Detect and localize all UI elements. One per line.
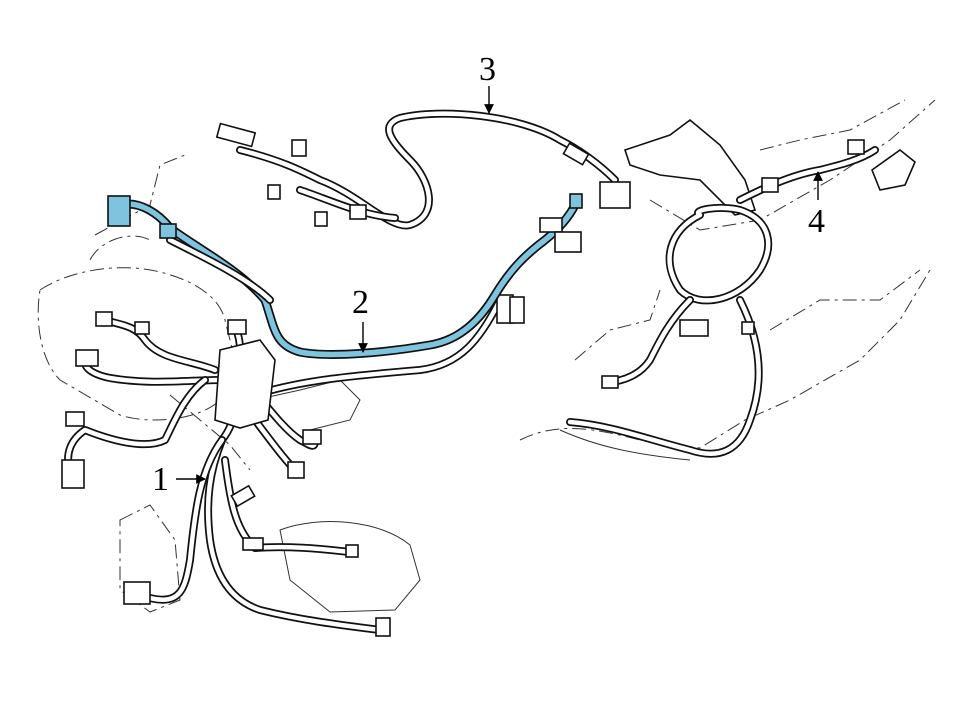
harness-2-highlighted [107, 193, 583, 359]
harness-4 [566, 118, 916, 458]
connector [75, 349, 99, 367]
connector [107, 195, 131, 227]
connector [95, 311, 113, 327]
connector [287, 461, 305, 479]
connector [227, 319, 247, 335]
connector [242, 537, 264, 551]
connector [554, 231, 582, 253]
connector [291, 139, 307, 157]
harness-1 [61, 294, 525, 637]
connector [159, 223, 177, 239]
callout-2-label: 2 [352, 284, 369, 321]
connector [679, 319, 709, 337]
connector [349, 204, 367, 220]
junction-block [214, 339, 276, 429]
connector [215, 122, 257, 148]
connector [569, 193, 583, 209]
connector [345, 544, 359, 558]
connector [61, 459, 85, 489]
callout-3-label: 3 [479, 51, 496, 88]
connector [601, 375, 619, 389]
connector [65, 411, 85, 427]
sensor-connector [871, 148, 916, 191]
connector [267, 184, 281, 200]
callout-3: 3 [479, 51, 496, 114]
callout-4-label: 4 [808, 203, 825, 240]
connector [847, 139, 865, 155]
callout-4: 4 [808, 171, 825, 240]
connector [314, 211, 328, 227]
connector [134, 321, 150, 335]
connector [562, 142, 590, 166]
connector [599, 181, 631, 209]
connector [509, 296, 525, 324]
connector [375, 617, 391, 637]
connector [741, 321, 755, 335]
body-structure-outline [519, 99, 936, 461]
connector [302, 429, 322, 445]
connector [230, 484, 256, 508]
connector [539, 217, 563, 233]
connector [761, 177, 779, 193]
callout-1-label: 1 [152, 461, 169, 498]
connector [123, 581, 151, 605]
callout-2: 2 [352, 284, 369, 353]
callout-1: 1 [152, 461, 206, 498]
harness-3 [215, 109, 631, 230]
